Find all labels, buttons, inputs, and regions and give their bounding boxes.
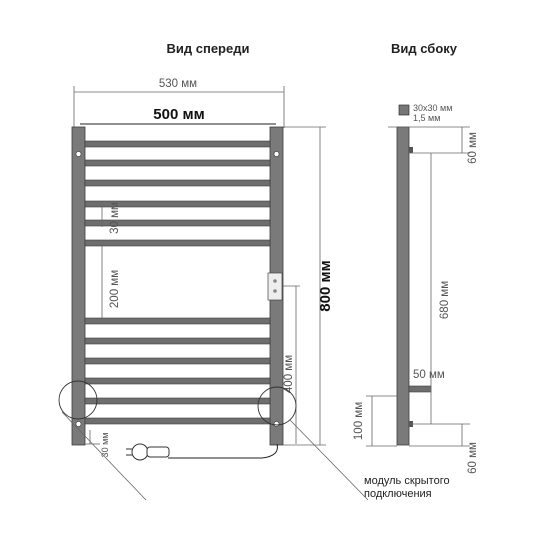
overall-width-label: 530 мм bbox=[159, 78, 197, 90]
switch-indicator-icon bbox=[273, 279, 277, 283]
crossbar bbox=[84, 239, 271, 247]
switch-module bbox=[267, 272, 283, 301]
left-post bbox=[71, 126, 86, 446]
mount-hole-top-right bbox=[273, 151, 280, 157]
side-view-title: Вид сбоку bbox=[391, 41, 458, 56]
detail-circle-right bbox=[257, 386, 297, 426]
side-view: 30x30 мм 1,5 мм 60 мм 680 мм 50 мм 100 м… bbox=[353, 103, 479, 474]
mount-hole-top-left bbox=[75, 151, 82, 157]
hidden-connection-callout: модуль скрытого подключения bbox=[364, 475, 450, 500]
crossbar bbox=[84, 179, 271, 187]
crossbar bbox=[84, 200, 271, 208]
detail-circle-left bbox=[58, 380, 98, 420]
overall-height-label: 800 мм bbox=[317, 260, 334, 311]
callout-leader-right bbox=[289, 419, 369, 501]
bottom-mount-label: 100 мм bbox=[353, 402, 365, 440]
profile-size-label: 30x30 мм bbox=[413, 103, 452, 113]
crossbar bbox=[84, 219, 271, 227]
mount-hole-bottom-right bbox=[273, 421, 280, 427]
crossbar bbox=[84, 337, 271, 345]
power-cable bbox=[168, 443, 278, 459]
bottom-bracket bbox=[408, 385, 432, 393]
wall-thickness-label: 1,5 мм bbox=[413, 113, 440, 123]
crossbar bbox=[84, 357, 271, 365]
power-plug-icon bbox=[126, 443, 170, 461]
inner-width-label: 500 мм bbox=[153, 106, 204, 123]
center-distance-label: 680 мм bbox=[439, 281, 451, 319]
side-bottom-offset-label: 60 мм bbox=[467, 442, 479, 474]
callout-label-line2: подключения bbox=[364, 488, 432, 500]
callout-leader-left bbox=[61, 411, 147, 501]
section-gap-label: 200 мм bbox=[109, 270, 121, 308]
bar-gap-label: 30 мм bbox=[109, 202, 121, 234]
crossbar bbox=[84, 397, 271, 405]
top-offset-label: 60 мм bbox=[467, 132, 479, 164]
crossbar bbox=[84, 377, 271, 385]
crossbar bbox=[84, 417, 271, 425]
side-post bbox=[396, 126, 410, 446]
front-view-title: Вид спереди bbox=[167, 41, 250, 56]
crossbar bbox=[84, 140, 271, 148]
front-view: 530 мм 500 мм 30 мм 200 мм bbox=[58, 78, 369, 501]
switch-indicator-icon bbox=[273, 289, 277, 293]
profile-square-icon bbox=[398, 104, 410, 116]
crossbar bbox=[84, 317, 271, 325]
crossbar bbox=[84, 159, 271, 167]
mount-hole-bottom-left bbox=[75, 421, 82, 427]
bottom-offset-label: 30 мм bbox=[100, 433, 110, 458]
callout-label-line1: модуль скрытого bbox=[364, 475, 450, 487]
top-bracket bbox=[409, 147, 413, 153]
projection-label: 50 мм bbox=[413, 369, 445, 381]
outlet-height-label: 400 мм bbox=[283, 355, 295, 393]
